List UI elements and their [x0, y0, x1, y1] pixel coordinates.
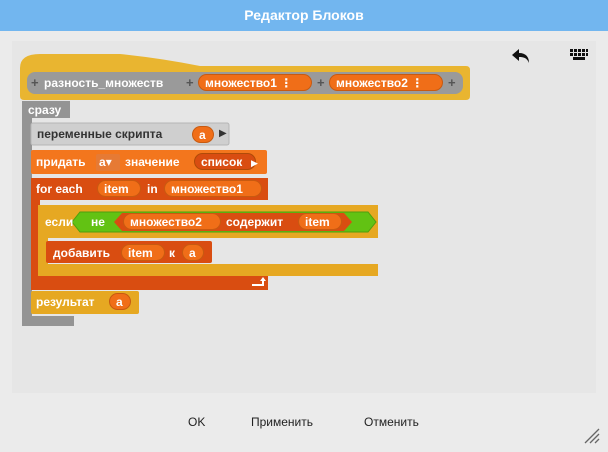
warp-label: сразу — [28, 103, 62, 117]
set-label: придать — [36, 155, 86, 169]
list-reporter[interactable]: список — [194, 153, 256, 170]
set-var: a — [99, 155, 106, 169]
add-to-label: к — [169, 246, 176, 260]
plus-icon[interactable]: + — [31, 75, 39, 90]
add-item[interactable]: item — [121, 244, 165, 261]
set-value-label: значение — [125, 155, 180, 169]
param-mnozhestvo2[interactable]: множество2 ⋮ — [329, 74, 443, 91]
block-name: разность_множеств — [44, 76, 164, 90]
dialog-title: Редактор Блоков — [0, 0, 608, 31]
param-label: множество2 — [336, 76, 408, 90]
script-var-a[interactable]: a — [192, 126, 214, 143]
cancel-button[interactable]: Отменить — [364, 415, 419, 429]
script-vars-label: переменные скрипта — [37, 127, 163, 141]
apply-button[interactable]: Применить — [251, 415, 314, 429]
foreach-in-label: in — [147, 182, 158, 196]
arrow-right-icon[interactable]: ▶ — [251, 158, 258, 168]
add-list[interactable]: a — [182, 244, 204, 261]
plus-icon[interactable]: + — [317, 75, 325, 90]
keyboard-icon[interactable] — [569, 47, 589, 63]
ok-button[interactable]: OK — [188, 415, 206, 429]
resize-handle-icon[interactable] — [584, 428, 600, 444]
report-label: результат — [36, 295, 95, 309]
foreach-item[interactable]: item — [97, 180, 141, 197]
report-var[interactable]: a — [109, 293, 131, 310]
arrow-right-icon[interactable]: ▶ — [219, 128, 227, 139]
if-item[interactable]: item — [298, 213, 342, 230]
foreach-label: for each — [36, 182, 83, 196]
plus-icon[interactable]: + — [448, 75, 456, 90]
param-mnozhestvo1[interactable]: множество1 ⋮ — [198, 74, 312, 91]
not-label: не — [91, 215, 105, 229]
add-label: добавить — [53, 246, 111, 260]
if-label: если — [45, 215, 74, 229]
foreach-list[interactable]: множество1 — [164, 180, 262, 197]
undo-arrow-icon[interactable] — [510, 46, 532, 66]
param-label: множество1 — [205, 76, 277, 90]
plus-icon[interactable]: + — [186, 75, 194, 90]
if-list[interactable]: множество2 — [123, 213, 221, 230]
set-var-dropdown[interactable]: a▾ — [96, 154, 120, 171]
contains-label: содержит — [226, 215, 284, 229]
